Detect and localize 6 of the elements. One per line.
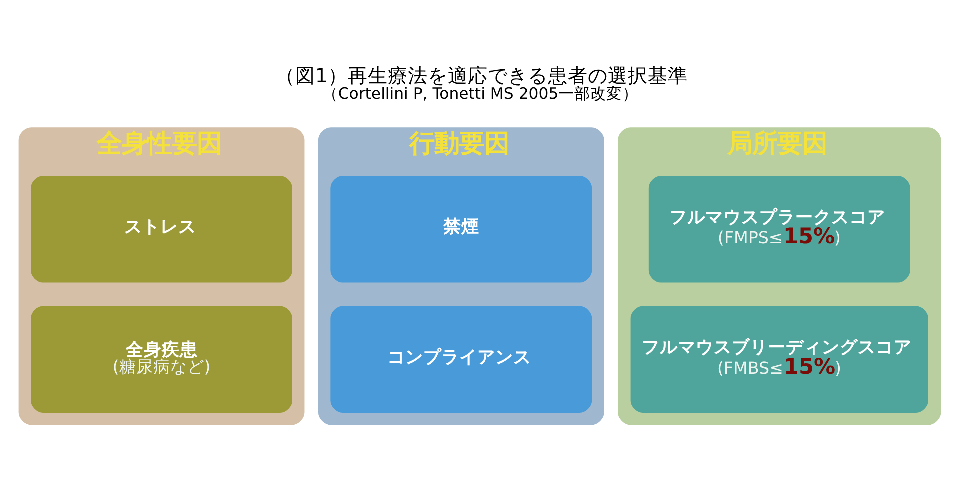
node-box: コンプライアンス <box>330 306 592 413</box>
node-box: 禁煙 <box>330 176 592 283</box>
node-box: フルマウスプラークスコア (FMPS≤15%) <box>648 176 910 283</box>
node-box: フルマウスブリーディングスコア (FMBS≤15%) <box>630 306 928 413</box>
node-box: ストレス <box>31 176 292 283</box>
node-box: 全身疾患 (糖尿病など) <box>31 306 292 413</box>
